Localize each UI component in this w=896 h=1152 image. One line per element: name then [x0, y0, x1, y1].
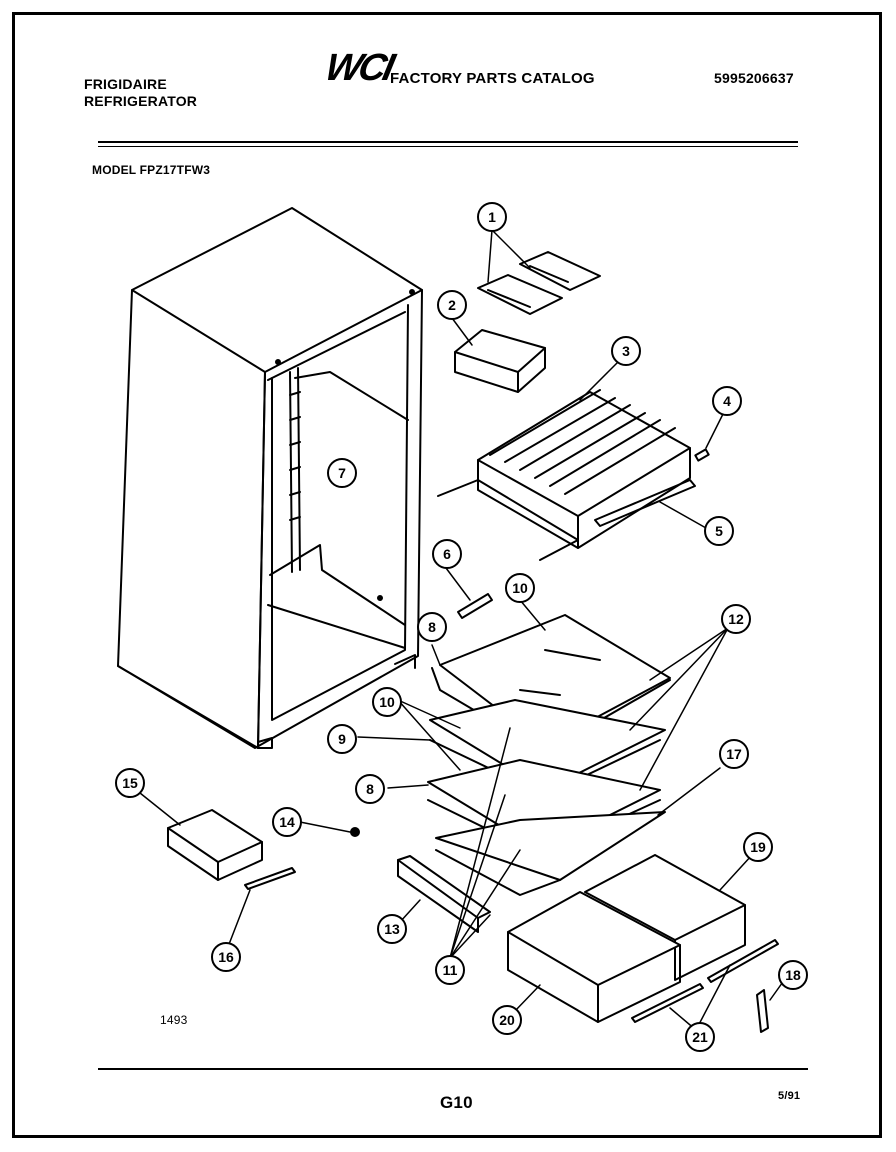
catalog-part-number: 5995206637 [714, 70, 794, 86]
svg-text:7: 7 [338, 465, 346, 481]
drawing-number: 1493 [160, 1013, 188, 1027]
meat-drawer [167, 809, 263, 881]
svg-text:9: 9 [338, 731, 346, 747]
screw-14 [350, 827, 360, 837]
callout-4: 4 [712, 386, 742, 416]
header-rule [98, 141, 798, 143]
svg-text:5: 5 [715, 523, 723, 539]
svg-text:18: 18 [785, 967, 801, 983]
callout-15: 15 [115, 768, 145, 798]
crisper-rail-left [631, 983, 704, 1023]
leader-lines [139, 229, 791, 1031]
brand-name: FRIGIDAIRE [84, 76, 167, 92]
shelf-rail [594, 479, 696, 527]
svg-text:13: 13 [384, 921, 400, 937]
callout-8-upper: 8 [417, 612, 447, 642]
svg-text:12: 12 [728, 611, 744, 627]
svg-text:8: 8 [366, 781, 374, 797]
callout-17: 17 [719, 739, 749, 769]
catalog-title: FACTORY PARTS CATALOG [390, 70, 595, 87]
svg-text:17: 17 [726, 746, 742, 762]
callout-2: 2 [437, 290, 467, 320]
header-rule-thin [98, 146, 798, 147]
svg-text:14: 14 [279, 814, 295, 830]
product-type: REFRIGERATOR [84, 93, 198, 109]
crisper-drawers [507, 854, 746, 1023]
brand-block: FRIGIDAIRE REFRIGERATOR [84, 76, 197, 110]
callout-8-lower: 8 [355, 774, 385, 804]
svg-text:4: 4 [723, 393, 731, 409]
crisper-rail-right [707, 939, 779, 983]
svg-text:10: 10 [512, 580, 528, 596]
callout-10-lower: 10 [372, 687, 402, 717]
callout-12: 12 [721, 604, 751, 634]
callout-5: 5 [704, 516, 734, 546]
cabinet-drawing [117, 207, 423, 749]
model-label: MODEL FPZ17TFW3 [92, 163, 211, 177]
crisper-rail [397, 855, 491, 919]
svg-text:16: 16 [218, 949, 234, 965]
callout-7: 7 [327, 458, 357, 488]
svg-text:6: 6 [443, 546, 451, 562]
callout-21: 21 [685, 1022, 715, 1052]
callout-18: 18 [778, 960, 808, 990]
callout-14: 14 [272, 807, 302, 837]
clip-part [694, 448, 710, 462]
shelf-stop [457, 593, 493, 619]
ice-trays [477, 251, 601, 315]
glass-shelves [427, 614, 671, 896]
page-border [12, 12, 882, 1138]
callout-1: 1 [477, 202, 507, 232]
callout-16: 16 [211, 942, 241, 972]
callout-9: 9 [327, 724, 357, 754]
ice-bin [454, 329, 546, 393]
svg-text:2: 2 [448, 297, 456, 313]
callout-19: 19 [743, 832, 773, 862]
svg-text:20: 20 [499, 1012, 515, 1028]
svg-text:8: 8 [428, 619, 436, 635]
svg-text:15: 15 [122, 775, 138, 791]
svg-text:19: 19 [750, 839, 766, 855]
footer-rule [98, 1068, 808, 1070]
svg-text:21: 21 [692, 1029, 708, 1045]
callout-11: 11 [435, 955, 465, 985]
page-code: G10 [440, 1093, 473, 1112]
callout-6: 6 [432, 539, 462, 569]
callout-20: 20 [492, 1005, 522, 1035]
freezer-shelf [437, 389, 691, 561]
callout-13: 13 [377, 914, 407, 944]
svg-text:11: 11 [443, 962, 458, 978]
clip-18 [756, 989, 769, 1033]
svg-text:10: 10 [379, 694, 395, 710]
callout-3: 3 [611, 336, 641, 366]
callouts: 1 2 3 4 5 6 7 8 8 9 10 10 11 12 13 14 15… [115, 202, 808, 1052]
drawer-slide [244, 867, 296, 890]
callout-10-upper: 10 [505, 573, 535, 603]
revision-date: 5/91 [778, 1090, 801, 1102]
svg-text:1: 1 [488, 209, 496, 225]
svg-text:3: 3 [622, 343, 630, 359]
